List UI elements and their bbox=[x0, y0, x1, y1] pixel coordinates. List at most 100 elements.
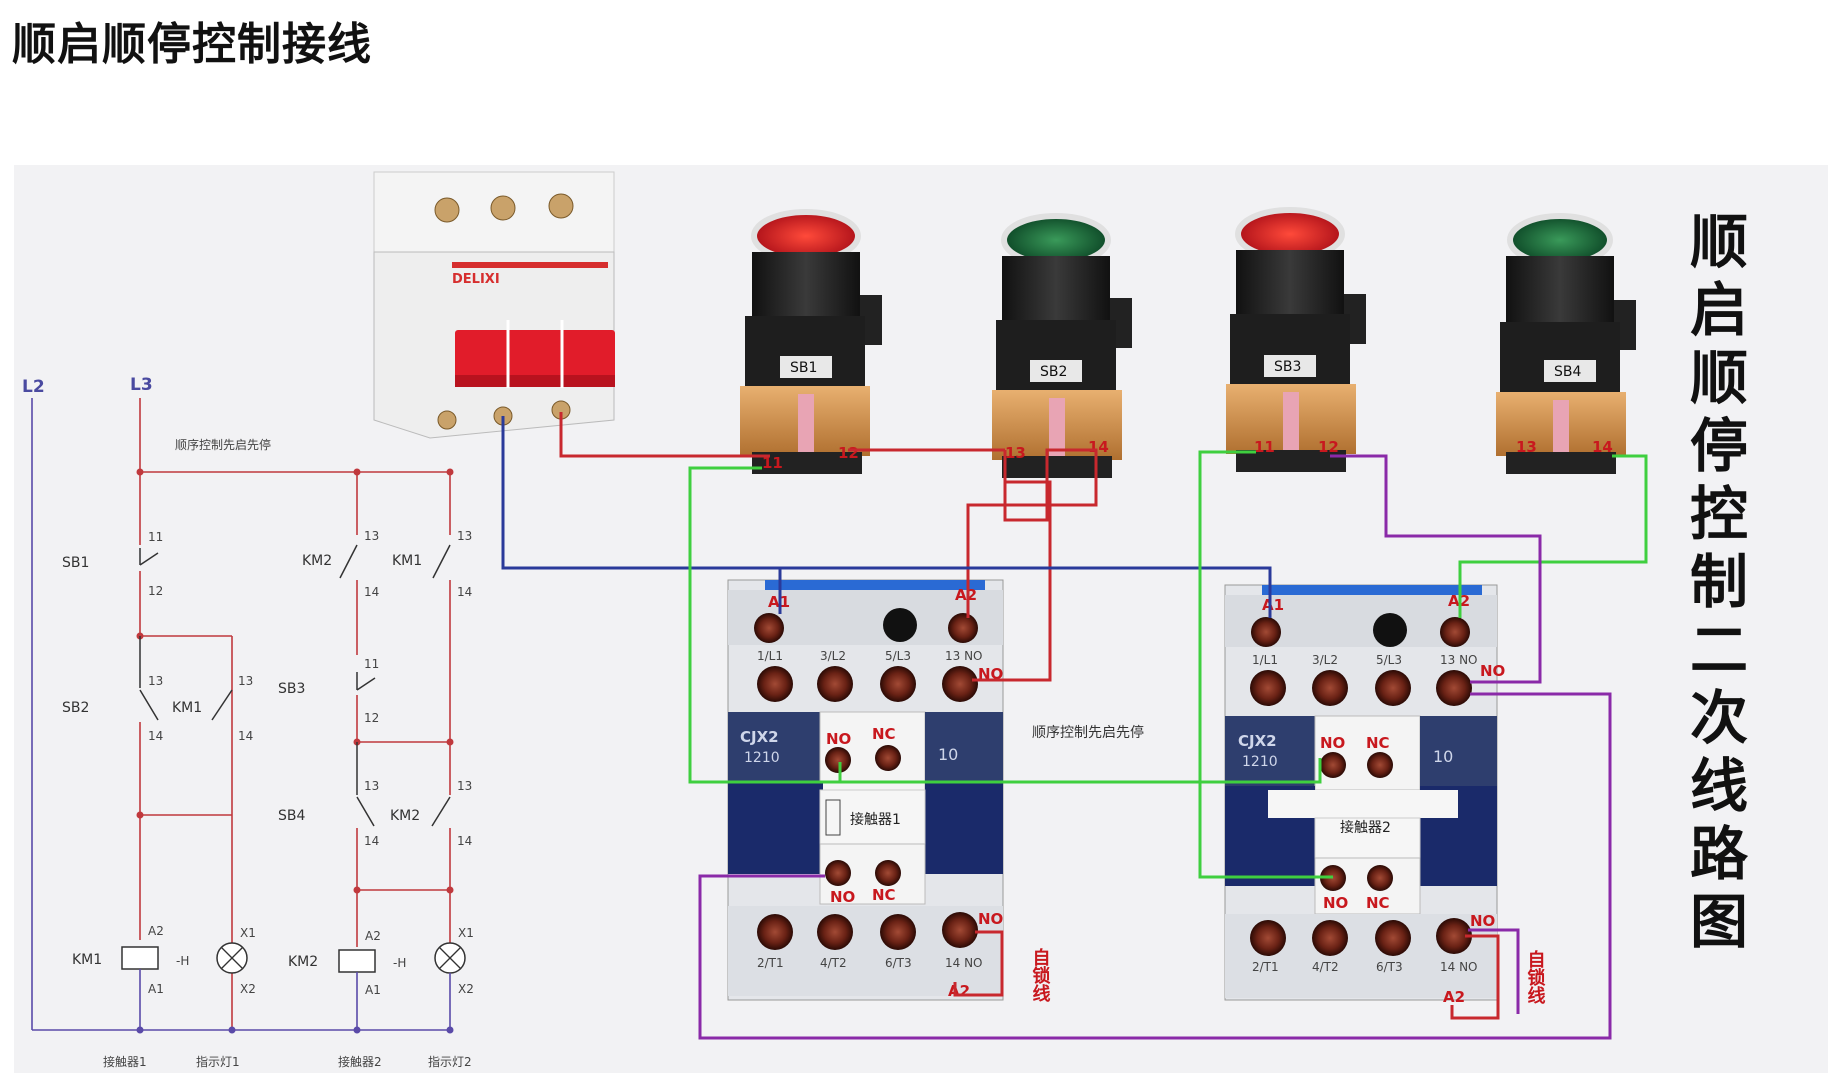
svg-text:1/L1: 1/L1 bbox=[757, 649, 783, 663]
svg-text:13 NO: 13 NO bbox=[945, 649, 983, 663]
svg-text:NO: NO bbox=[978, 910, 1003, 928]
red-wire-breaker-sb1 bbox=[559, 412, 770, 458]
svg-text:13: 13 bbox=[1516, 438, 1537, 456]
bottom-label-lamp2: 指示灯2 bbox=[428, 1054, 472, 1069]
side-title-char: 停 bbox=[1690, 412, 1748, 480]
svg-text:13: 13 bbox=[457, 529, 472, 543]
km1-coil-label: KM1 bbox=[72, 952, 102, 968]
side-title-char: 二 bbox=[1690, 616, 1748, 684]
svg-text:A2: A2 bbox=[955, 586, 977, 604]
svg-text:13: 13 bbox=[364, 779, 379, 793]
svg-text:14: 14 bbox=[1088, 438, 1109, 456]
svg-text:13: 13 bbox=[364, 529, 379, 543]
sb3-tag: SB3 bbox=[1274, 359, 1301, 375]
km2-hold-label: KM2 bbox=[390, 808, 420, 824]
svg-text:A2: A2 bbox=[1443, 988, 1465, 1006]
page-title: 顺启顺停控制接线 bbox=[12, 19, 372, 70]
bottom-label-lamp1: 指示灯1 bbox=[196, 1054, 240, 1069]
km2-coil-label: KM2 bbox=[288, 954, 318, 970]
svg-text:NO: NO bbox=[830, 888, 855, 906]
svg-text:3/L2: 3/L2 bbox=[820, 649, 846, 663]
svg-text:NO: NO bbox=[1480, 662, 1505, 680]
schematic: L2 L3 顺序控制先启先停 SB1 11 12 SB2 13 14 KM1 1… bbox=[22, 375, 474, 1069]
sb1-tag: SB1 bbox=[790, 360, 817, 376]
svg-text:-H: -H bbox=[176, 954, 189, 968]
side-title-char: 顺 bbox=[1690, 208, 1748, 276]
contactor-1-name: 接触器1 bbox=[850, 811, 901, 828]
side-title-char: 控 bbox=[1690, 480, 1748, 548]
svg-text:14: 14 bbox=[364, 585, 379, 599]
km1-aux-label: KM1 bbox=[392, 553, 422, 569]
svg-text:12: 12 bbox=[1318, 438, 1339, 456]
svg-text:12: 12 bbox=[838, 444, 859, 462]
svg-text:NO: NO bbox=[1320, 734, 1345, 752]
svg-text:A1: A1 bbox=[365, 983, 381, 997]
km2-coil bbox=[338, 949, 376, 973]
svg-text:NC: NC bbox=[872, 725, 896, 743]
svg-text:6/T3: 6/T3 bbox=[885, 956, 912, 970]
svg-text:1/L1: 1/L1 bbox=[1252, 653, 1278, 667]
svg-text:4/T2: 4/T2 bbox=[1312, 960, 1339, 974]
km1-contact-label: KM1 bbox=[172, 700, 202, 716]
sb1-label: SB1 bbox=[62, 555, 89, 571]
svg-text:13: 13 bbox=[457, 779, 472, 793]
sb2-label: SB2 bbox=[62, 700, 89, 716]
svg-text:11: 11 bbox=[148, 530, 163, 544]
bottom-label-contactor2: 接触器2 bbox=[338, 1054, 382, 1069]
sb4-tag: SB4 bbox=[1554, 364, 1581, 380]
green-wire-km1-no-sb3 bbox=[840, 758, 1322, 784]
purple-wire-self-lock bbox=[1468, 928, 1520, 1014]
svg-text:14: 14 bbox=[1592, 438, 1613, 456]
svg-text:14: 14 bbox=[148, 729, 163, 743]
red-wire-sb2-a2 bbox=[966, 448, 1098, 618]
svg-text:5/L3: 5/L3 bbox=[885, 649, 911, 663]
contactor-2-code: 10 bbox=[1433, 747, 1453, 766]
green-wire-sb4-a2 bbox=[1458, 454, 1648, 618]
phase-label-l3: L3 bbox=[130, 375, 153, 395]
svg-text:NO: NO bbox=[826, 730, 851, 748]
red-wire-no13 bbox=[972, 470, 1052, 682]
self-lock-label-2: 自锁线 bbox=[1525, 949, 1546, 1004]
breaker-brand: DELIXI bbox=[452, 272, 500, 287]
svg-text:NC: NC bbox=[872, 886, 896, 904]
svg-text:11: 11 bbox=[1254, 438, 1275, 456]
svg-text:14: 14 bbox=[364, 834, 379, 848]
svg-text:12: 12 bbox=[364, 711, 379, 725]
side-title-char: 启 bbox=[1690, 276, 1748, 344]
svg-text:14: 14 bbox=[457, 585, 472, 599]
pushbutton-sb4: SB4 13 14 bbox=[1496, 213, 1636, 474]
svg-text:2/T1: 2/T1 bbox=[1252, 960, 1279, 974]
km1-coil bbox=[121, 946, 159, 970]
svg-text:14 NO: 14 NO bbox=[945, 956, 983, 970]
svg-text:4/T2: 4/T2 bbox=[820, 956, 847, 970]
svg-text:NC: NC bbox=[1366, 734, 1390, 752]
sb2-tag: SB2 bbox=[1040, 364, 1067, 380]
sb4-label: SB4 bbox=[278, 808, 305, 824]
green-wire-sb3-nc2 bbox=[1198, 450, 1333, 879]
svg-text:6/T3: 6/T3 bbox=[1376, 960, 1403, 974]
side-title-char: 次 bbox=[1690, 684, 1748, 752]
blue-wire-a1-2 bbox=[780, 566, 1272, 618]
contactor-1-rating: 1210 bbox=[744, 750, 780, 766]
pushbutton-sb2: SB2 13 14 bbox=[992, 213, 1132, 478]
svg-text:X2: X2 bbox=[240, 982, 256, 996]
svg-text:NO: NO bbox=[1470, 912, 1495, 930]
contactor-1: A1 A2 1/L1 3/L2 5/L3 13 NO NO CJX2 1210 … bbox=[727, 579, 1004, 1001]
svg-text:14: 14 bbox=[457, 834, 472, 848]
svg-text:X1: X1 bbox=[458, 926, 474, 940]
svg-text:X2: X2 bbox=[458, 982, 474, 996]
self-lock-label-1: 自锁线 bbox=[1030, 947, 1051, 1002]
svg-text:13: 13 bbox=[238, 674, 253, 688]
contactor-1-code: 10 bbox=[938, 745, 958, 764]
svg-text:X1: X1 bbox=[240, 926, 256, 940]
svg-text:3/L2: 3/L2 bbox=[1312, 653, 1338, 667]
side-title-char: 制 bbox=[1690, 548, 1748, 616]
side-title-char: 路 bbox=[1690, 820, 1749, 888]
svg-text:13: 13 bbox=[1005, 444, 1026, 462]
contactor-2: A1 A2 1/L1 3/L2 5/L3 13 NO NO CJX2 1210 … bbox=[1224, 584, 1505, 1006]
svg-text:14 NO: 14 NO bbox=[1440, 960, 1478, 974]
svg-text:11: 11 bbox=[762, 454, 783, 472]
svg-text:-H: -H bbox=[393, 956, 406, 970]
svg-text:NC: NC bbox=[1366, 894, 1390, 912]
